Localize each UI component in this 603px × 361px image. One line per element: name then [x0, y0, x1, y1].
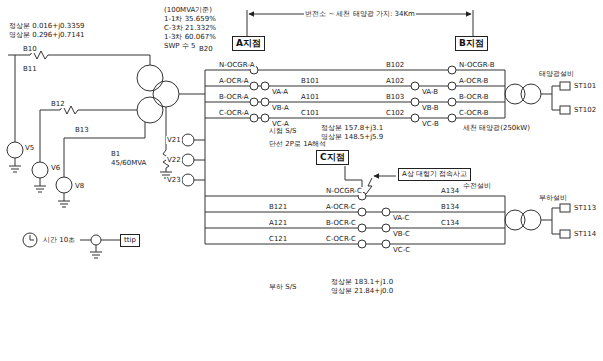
- label-text: N-OCGR-B: [458, 61, 495, 69]
- label-text: VC-C: [392, 246, 411, 254]
- label-text: A102: [385, 77, 405, 85]
- label-text: A-OCR-B: [458, 77, 489, 85]
- label-text: C-OCR-C: [325, 235, 357, 243]
- label-text: B-OCR-A: [218, 93, 250, 101]
- label-text: 1-3차 60.067%: [163, 33, 217, 41]
- label-text: 단선 2P로 1A해석: [268, 140, 327, 148]
- label-text: B13: [74, 126, 90, 134]
- label-text: V6: [50, 164, 61, 172]
- label-text: VB-C: [392, 230, 411, 238]
- point-box: A지점: [232, 36, 265, 51]
- timer-box: ttip: [120, 234, 140, 247]
- label-text: ST114: [573, 230, 597, 238]
- label-text: B101: [300, 77, 320, 85]
- label-text: N-OCGR-A: [218, 61, 256, 69]
- label-text: C134: [440, 219, 460, 227]
- label-text: A101: [300, 93, 320, 101]
- label-text: VC-B: [421, 120, 440, 128]
- label-text: A-OCR-A: [218, 77, 250, 85]
- label-text: VA-B: [421, 88, 439, 96]
- label-text: C-3차 21.332%: [163, 24, 217, 32]
- label-text: V22: [166, 156, 182, 164]
- label-text: 변전소 ~ 세천 태양광 가지: 34Km: [304, 10, 416, 18]
- label-text: V8: [74, 182, 85, 190]
- label-text: C-OCR-A: [218, 109, 250, 117]
- label-text: B121: [268, 203, 288, 211]
- label-text: 정상분 183.1+j1.0: [330, 278, 394, 286]
- node-text: A지점: [236, 38, 261, 49]
- label-text: B103: [385, 93, 405, 101]
- label-text: B-OCR-C: [325, 219, 357, 227]
- label-text: 시간 10초: [42, 236, 76, 244]
- label-text: V21: [166, 136, 182, 144]
- node-text: A상 대형기 접속사고: [402, 170, 467, 179]
- label-text: VA-C: [392, 214, 410, 222]
- label-text: B1: [110, 150, 121, 158]
- label-text: A121: [268, 219, 288, 227]
- label-text: 영상분 148.5+j5.9: [320, 133, 384, 141]
- label-text: VB-A: [271, 104, 290, 112]
- label-text: B10: [22, 45, 38, 53]
- node-text: ttip: [124, 236, 136, 245]
- point-box: C지점: [316, 150, 349, 165]
- label-text: 태양광설비: [538, 70, 575, 78]
- node-text: C지점: [320, 152, 345, 163]
- label-text: ST102: [573, 106, 597, 114]
- label-text: A134: [440, 187, 460, 195]
- label-text: C102: [385, 109, 405, 117]
- node-text: B지점: [459, 38, 484, 49]
- label-text: B134: [440, 203, 460, 211]
- label-text: C-OCR-B: [458, 109, 490, 117]
- label-text: VA-A: [271, 88, 289, 96]
- label-text: SWP 수 5: [163, 42, 197, 50]
- label-text: 영상분 21.84+j0.0: [330, 287, 394, 295]
- label-text: 정상분 0.016+j0.3359: [8, 22, 86, 30]
- label-text: A-OCR-C: [325, 203, 357, 211]
- label-text: 정상분 157.8+j3.1: [320, 124, 384, 132]
- label-text: B20: [198, 45, 214, 53]
- label-text: 시험 S/S: [268, 127, 297, 135]
- label-text: 1-1차 35.659%: [163, 15, 217, 23]
- label-text: 세천 태양광(250kW): [462, 124, 531, 132]
- label-text: C101: [300, 109, 320, 117]
- label-text: B11: [22, 65, 38, 73]
- label-text: N-OCGR-C: [325, 187, 363, 195]
- label-text: B-OCR-B: [458, 93, 490, 101]
- label-text: 부하설비: [538, 194, 568, 202]
- label-text: VB-B: [421, 104, 440, 112]
- label-text: 영상분 0.296+j0.7141: [8, 31, 86, 39]
- label-text: C121: [268, 235, 288, 243]
- label-text: B12: [50, 100, 66, 108]
- label-text: ST101: [573, 82, 597, 90]
- label-text: 수전설비: [462, 182, 492, 190]
- label-text: 부하 S/S: [268, 283, 297, 291]
- label-text: ST113: [573, 204, 597, 212]
- label-text: 45/60MVA: [110, 159, 147, 167]
- callout-box: A상 대형기 접속사고: [398, 168, 471, 181]
- point-box: B지점: [455, 36, 488, 51]
- label-text: V23: [166, 176, 182, 184]
- label-text: B102: [385, 61, 405, 69]
- label-text: V5: [24, 144, 35, 152]
- label-text: (100MVA기준): [163, 6, 213, 14]
